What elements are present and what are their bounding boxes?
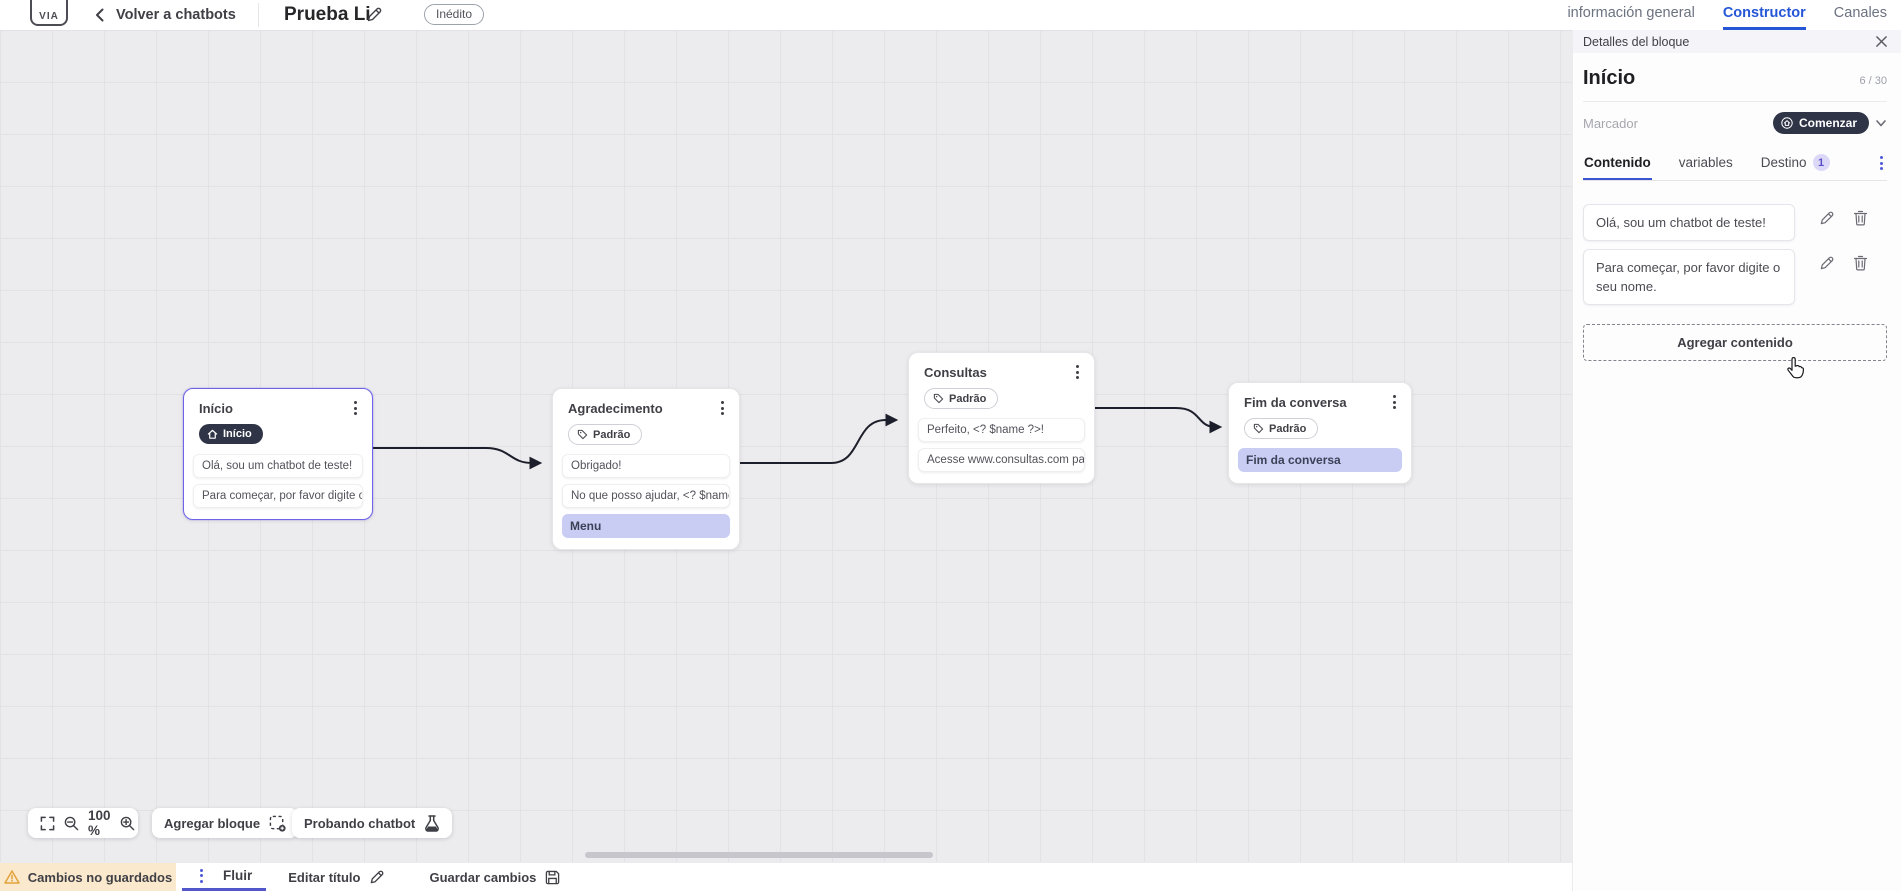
content-message[interactable]: Para começar, por favor digite o seu nom… — [1583, 249, 1795, 305]
close-icon[interactable] — [1875, 35, 1888, 48]
node-default-badge: Padrão — [568, 424, 643, 445]
home-icon — [1781, 117, 1793, 129]
tab-constructor[interactable]: Constructor — [1722, 0, 1806, 30]
edit-content-icon[interactable] — [1819, 210, 1835, 226]
horizontal-scrollbar[interactable] — [585, 852, 933, 858]
marker-select[interactable]: Comenzar — [1772, 112, 1869, 134]
tab-variables[interactable]: variables — [1678, 155, 1733, 170]
zoom-level: 100 % — [88, 808, 111, 838]
tab-destino[interactable]: Destino 1 — [1760, 146, 1831, 181]
node-message[interactable]: Perfeito, <? $name ?>! — [918, 418, 1085, 442]
content-row: Para começar, por favor digite o seu nom… — [1583, 249, 1887, 305]
tag-icon — [933, 393, 944, 404]
node-title: Consultas — [924, 364, 987, 380]
tab-canales[interactable]: Canales — [1833, 5, 1887, 21]
node-message[interactable]: Acesse www.consultas.com par... — [918, 448, 1085, 472]
edit-title-icon[interactable] — [366, 6, 383, 23]
kebab-menu-icon[interactable] — [717, 399, 728, 417]
edit-title-button[interactable]: Editar título — [288, 863, 385, 891]
app-logo: VIA — [30, 0, 68, 26]
tag-icon — [1253, 423, 1264, 434]
tab-contenido[interactable]: Contenido — [1583, 147, 1652, 180]
kebab-menu-icon[interactable] — [350, 399, 361, 417]
unsaved-changes-chip: Cambios no guardados — [0, 863, 176, 891]
node-default-badge: Padrão — [924, 388, 999, 409]
kebab-menu-icon[interactable] — [1876, 154, 1887, 172]
warning-icon — [4, 870, 20, 884]
save-changes-button[interactable]: Guardar cambios — [429, 863, 560, 891]
tag-icon — [577, 429, 588, 440]
divider — [1583, 101, 1887, 102]
top-bar: VIA Volver a chatbots Prueba Li Inédito … — [0, 0, 1901, 30]
tab-informacion-general[interactable]: información general — [1567, 5, 1695, 21]
bottom-bar: Cambios no guardados Fluir Editar título… — [0, 862, 1572, 891]
add-content-button[interactable]: Agregar contenido — [1583, 324, 1887, 361]
add-block-icon — [269, 815, 286, 832]
tab-fluir[interactable]: Fluir — [182, 863, 267, 891]
node-message[interactable]: Para começar, por favor digite o ... — [193, 483, 363, 508]
zoom-in-icon[interactable] — [120, 816, 135, 831]
char-counter: 6 / 30 — [1859, 75, 1887, 87]
back-to-chatbots-link[interactable]: Volver a chatbots — [116, 7, 236, 23]
panel-title: Detalles del bloque — [1583, 34, 1690, 49]
delete-content-icon[interactable] — [1853, 210, 1868, 226]
kebab-menu-icon[interactable] — [1389, 393, 1400, 411]
kebab-menu-icon[interactable] — [1072, 363, 1083, 381]
test-chatbot-button[interactable]: Probando chatbot — [292, 808, 453, 838]
panel-tabs: Contenido variables Destino 1 — [1583, 146, 1887, 181]
node-default-badge: Padrão — [1244, 418, 1319, 439]
home-icon — [207, 429, 218, 439]
node-message[interactable]: Obrigado! — [562, 454, 730, 478]
node-title: Fim da conversa — [1244, 394, 1347, 410]
flask-icon — [424, 814, 440, 832]
node-action-item[interactable]: Fim da conversa — [1238, 448, 1402, 472]
add-block-button[interactable]: Agregar bloque — [152, 808, 299, 838]
topbar-tabs: información general Constructor Canales — [1567, 0, 1887, 30]
node-action-item[interactable]: Menu — [562, 514, 730, 538]
node-inicio[interactable]: Início Início Olá, sou um chatbot de tes… — [183, 388, 373, 520]
destino-count-badge: 1 — [1812, 154, 1830, 171]
node-message[interactable]: No que posso ajudar, <? $name ... — [562, 484, 730, 508]
topbar-divider — [258, 3, 259, 27]
status-badge: Inédito — [424, 4, 485, 25]
zoom-controls: 100 % — [28, 808, 138, 838]
node-message[interactable]: Olá, sou um chatbot de teste! — [193, 453, 363, 478]
chatbot-title: Prueba Li — [284, 4, 371, 25]
node-agradecimento[interactable]: Agradecimento Padrão Obrigado! No que po… — [552, 388, 740, 550]
edit-content-icon[interactable] — [1819, 255, 1835, 271]
node-consultas[interactable]: Consultas Padrão Perfeito, <? $name ?>! … — [908, 352, 1095, 484]
block-details-panel: Detalles del bloque Início 6 / 30 Marcad… — [1572, 30, 1901, 891]
back-chevron-icon[interactable] — [92, 7, 108, 23]
node-title: Agradecimento — [568, 400, 663, 416]
kebab-menu-icon[interactable] — [196, 867, 207, 885]
save-icon — [546, 870, 560, 884]
flow-canvas[interactable]: Início Início Olá, sou um chatbot de tes… — [0, 30, 1572, 862]
node-start-badge: Início — [199, 424, 263, 444]
content-row: Olá, sou um chatbot de teste! — [1583, 204, 1887, 241]
pencil-icon — [371, 870, 384, 884]
block-name: Início — [1583, 67, 1636, 89]
delete-content-icon[interactable] — [1853, 255, 1868, 271]
zoom-out-icon[interactable] — [64, 816, 79, 831]
node-fim-da-conversa[interactable]: Fim da conversa Padrão Fim da conversa — [1228, 382, 1412, 484]
chevron-down-icon[interactable] — [1875, 117, 1887, 129]
content-message[interactable]: Olá, sou um chatbot de teste! — [1583, 204, 1795, 241]
node-title: Início — [199, 400, 233, 416]
marker-label: Marcador — [1583, 115, 1638, 131]
fit-view-icon[interactable] — [40, 816, 55, 831]
